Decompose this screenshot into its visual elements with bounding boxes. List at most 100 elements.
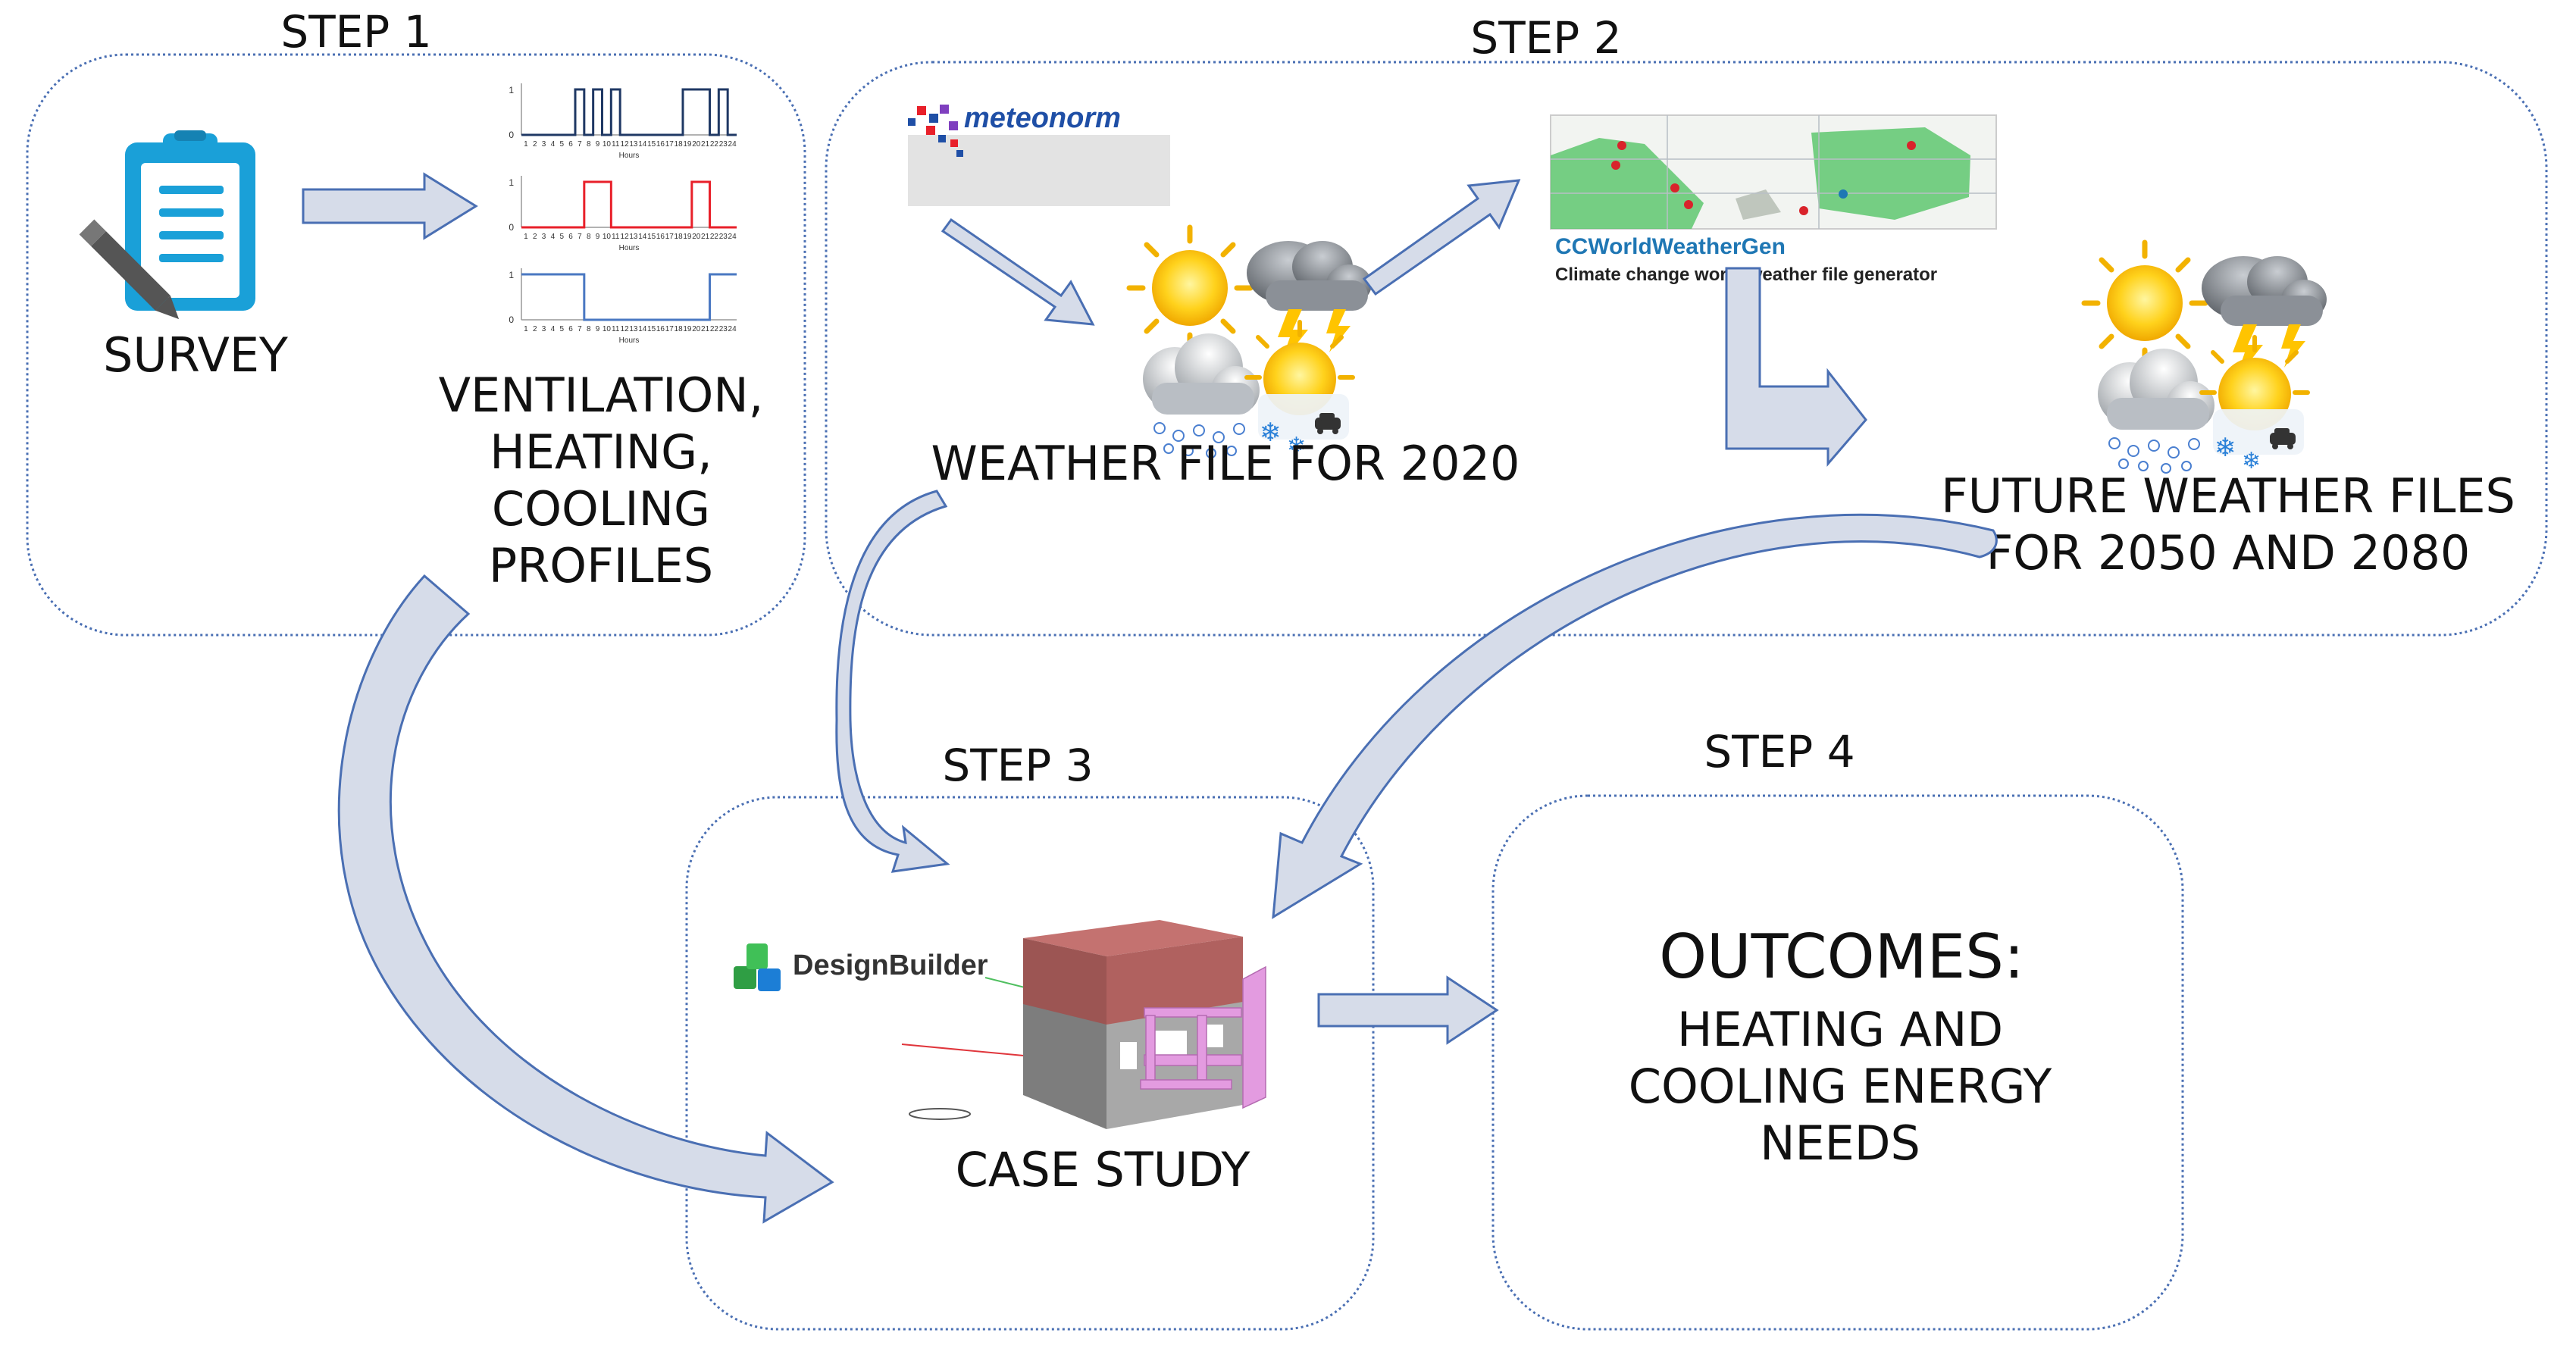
designbuilder-wordmark: DesignBuilder [793,950,988,981]
step2-box [825,61,2548,637]
profiles-label-line-1: VENTILATION, [439,368,764,423]
profile-x-tick: 16 [656,233,665,241]
ccworld-map [1550,114,1997,230]
profile-x-tick: 6 [568,325,573,333]
step3-title: STEP 3 [942,740,1093,791]
profile-x-tick: 4 [551,140,556,149]
curved-arrow-profiles-to-case [337,574,834,1224]
profile-x-tick: 10 [603,233,612,241]
arrow-survey-to-profiles [302,172,478,240]
outcomes-line-1: HEATING AND [1677,1002,2003,1057]
profile-y-tick: 1 [509,270,514,280]
profile-x-tick: 3 [542,233,546,241]
profile-schedule-line [521,88,737,136]
step3-box [685,796,1375,1331]
pencil-icon [79,219,180,320]
profile-y-tick: 1 [509,177,514,188]
profile-x-tick: 23 [719,233,728,241]
step1-title: STEP 1 [280,6,431,58]
profile-y-tick: 0 [509,222,514,233]
meteonorm-mosaic-icon [908,105,963,157]
profile-axis-title: Hours [619,152,640,160]
profile-x-tick: 9 [596,140,600,149]
arrow-meteonorm-to-weather [941,217,1095,326]
profile-x-tick: 15 [647,233,656,241]
profile-x-tick: 12 [621,233,630,241]
profile-x-tick: 19 [683,325,692,333]
profile-x-tick: 5 [559,325,564,333]
profile-x-tick: 8 [587,140,591,149]
profile-x-tick: 10 [603,325,612,333]
profile-x-tick: 5 [559,233,564,241]
profile-x-tick: 7 [577,325,582,333]
profile-x-tick: 21 [701,325,710,333]
profile-schedule-line [521,180,737,229]
profile-x-tick: 14 [638,325,647,333]
building-model-3d [901,920,1266,1129]
profile-x-tick: 13 [629,325,638,333]
profile-y-tick: 1 [509,85,514,95]
profile-x-tick: 2 [533,233,537,241]
profile-x-tick: 11 [612,233,620,241]
profile-y-tick: 0 [509,130,514,140]
profile-x-tick: 22 [710,325,719,333]
profile-x-tick: 19 [683,140,692,149]
meteonorm-wordmark: meteonorm [964,102,1121,134]
profile-x-tick: 13 [629,140,638,149]
profile-x-tick: 16 [656,325,665,333]
profile-x-tick: 15 [647,140,656,149]
profile-x-tick: 20 [692,325,701,333]
weather-icons-2020 [1129,227,1372,458]
weather-2020-label: WEATHER FILE FOR 2020 [931,436,1520,491]
profile-x-tick: 23 [719,325,728,333]
profile-x-tick: 11 [612,140,620,149]
profile-x-tick: 19 [683,233,692,241]
profile-x-tick: 17 [665,233,675,241]
profile-x-tick: 2 [533,325,537,333]
profile-schedule-line [521,273,737,321]
outcomes-line-3: NEEDS [1760,1116,1920,1171]
profile-x-tick: 24 [728,140,737,149]
future-label-line-1: FUTURE WEATHER FILES [1941,468,2515,524]
ccworld-title: CCWorldWeatherGen [1555,234,1786,259]
profile-x-tick: 1 [524,140,528,149]
profile-x-tick: 6 [568,140,573,149]
profile-x-tick: 22 [710,233,719,241]
profile-x-tick: 20 [692,140,701,149]
case-study-label: CASE STUDY [956,1142,1250,1197]
profile-x-tick: 17 [665,325,675,333]
designbuilder-logo: DesignBuilder [734,943,988,991]
profile-x-tick: 6 [568,233,573,241]
meteonorm-logo: meteonorm [908,102,1170,206]
step4-box [1491,794,2184,1331]
profile-x-tick: 14 [638,233,647,241]
profile-x-tick: 7 [577,140,582,149]
curved-arrow-future-to-case [1272,513,1998,919]
outcomes-line-2: COOLING ENERGY [1629,1059,2052,1114]
profile-x-tick: 15 [647,325,656,333]
profile-x-tick: 21 [701,233,710,241]
profile-x-tick: 21 [701,140,710,149]
profile-axis-title: Hours [619,336,640,345]
profile-axis-title: Hours [619,244,640,252]
profile-x-tick: 3 [542,325,546,333]
step4-title: STEP 4 [1704,726,1855,778]
profile-x-tick: 18 [675,140,684,149]
profiles-label-line-2: HEATING, [490,424,712,480]
profile-x-tick: 18 [675,233,684,241]
profile-x-tick: 22 [710,140,719,149]
profile-x-tick: 24 [728,233,737,241]
curved-arrow-weather-to-case [835,490,950,873]
profile-x-tick: 7 [577,233,582,241]
weather-icons-future [2084,242,2327,474]
profile-x-tick: 24 [728,325,737,333]
profile-x-tick: 11 [612,325,620,333]
profiles-label-line-4: PROFILES [489,538,713,593]
future-label-line-2: FOR 2050 AND 2080 [1986,525,2471,580]
profile-x-tick: 20 [692,233,701,241]
profile-x-tick: 4 [551,325,556,333]
profile-x-tick: 4 [551,233,556,241]
profile-x-tick: 1 [524,325,528,333]
